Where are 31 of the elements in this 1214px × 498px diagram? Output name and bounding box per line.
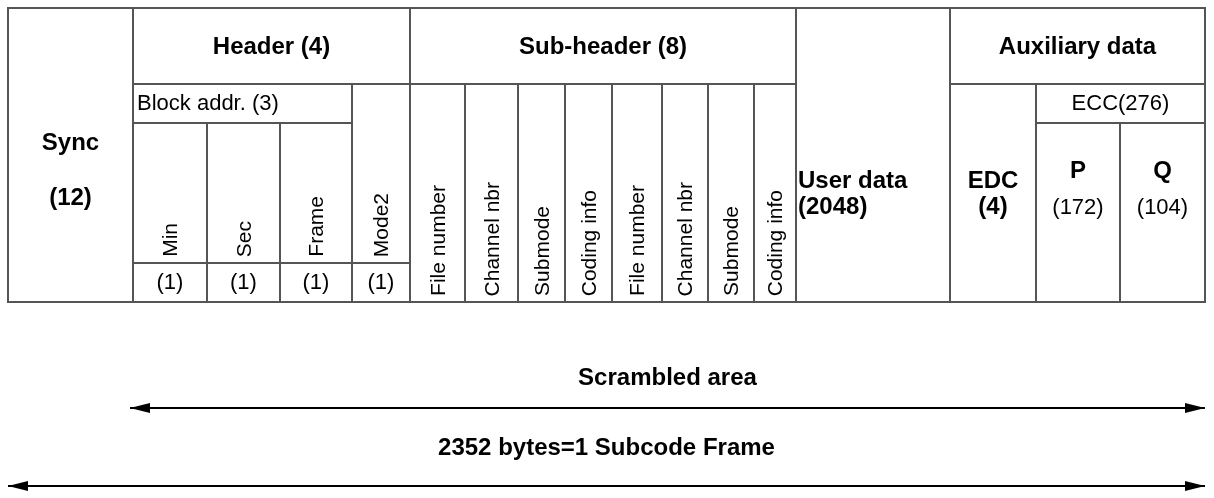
dimension-label: 2352 bytes=1 Subcode Frame: [438, 434, 775, 461]
byte-count: (12): [49, 184, 92, 211]
field-name: Sec: [231, 220, 256, 257]
field-name: Channel nbr: [673, 181, 697, 296]
field-name: Channel nbr: [479, 181, 504, 296]
field-name: Submode: [719, 206, 743, 296]
field-name: EDC (4): [966, 166, 1020, 220]
byte-count: (1): [156, 270, 184, 295]
field-name: Q: [1153, 156, 1172, 184]
byte-count: (104): [1136, 194, 1189, 220]
field-name: ECC(276): [1071, 91, 1170, 116]
byte-count: (1): [302, 270, 330, 295]
byte-count: (1): [367, 270, 395, 295]
field-name: Frame: [304, 196, 328, 257]
byte-count: (1): [230, 270, 257, 295]
field-name: User data (2048): [798, 166, 909, 220]
section-heading: Auxiliary data: [998, 32, 1157, 60]
field-name: Submode: [529, 206, 554, 296]
field-name: P: [1070, 156, 1086, 184]
field-name: Min: [158, 223, 182, 257]
field-name: Coding info: [763, 189, 787, 296]
dimension-label: Scrambled area: [578, 364, 757, 391]
field-name: Coding info: [576, 189, 601, 296]
field-name: Block addr. (3): [137, 91, 279, 116]
field-name: File number: [625, 185, 649, 296]
byte-count: (172): [1052, 194, 1104, 220]
field-name: Sync: [41, 129, 100, 156]
field-name: File number: [425, 185, 450, 296]
section-heading: Sub-header (8): [519, 32, 687, 60]
field-name: Mode2: [369, 192, 393, 257]
section-heading: Header (4): [212, 32, 331, 60]
